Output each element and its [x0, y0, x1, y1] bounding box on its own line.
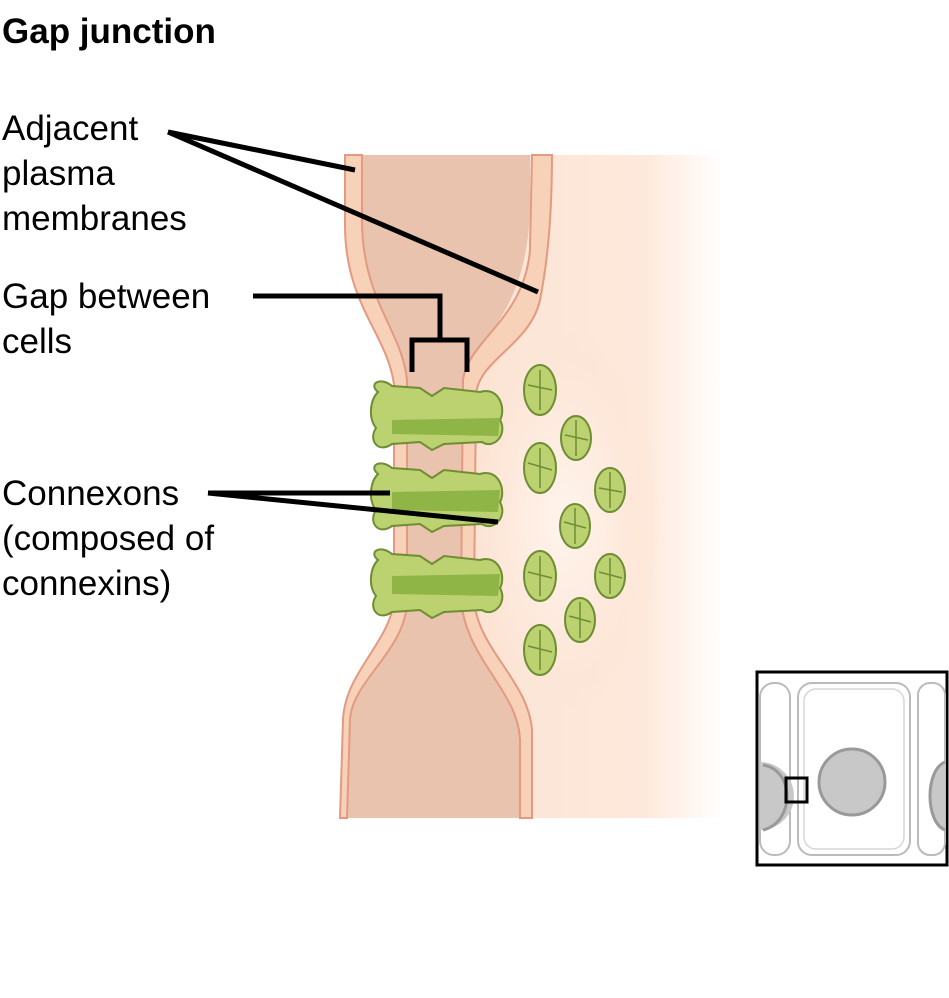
location-inset [755, 670, 949, 867]
label-line: (composed of [2, 519, 215, 558]
leader-lines [167, 129, 539, 525]
label-line: Connexons [2, 474, 180, 513]
label-adjacent-plasma-membranes: Adjacent plasma membranes [2, 106, 187, 241]
left-plasma-membrane [338, 154, 408, 819]
label-line: plasma [2, 154, 115, 193]
label-connexons: Connexons (composed of connexins) [2, 471, 214, 606]
gap-bracket [409, 337, 470, 372]
connexin-subunit-lines [527, 370, 623, 670]
label-line: Gap between [2, 277, 211, 316]
label-line: Adjacent [2, 109, 139, 148]
inset-nucleus [817, 747, 887, 817]
leader-line-connexon-2 [207, 490, 499, 525]
leader-line-membrane-right [167, 129, 539, 295]
leader-line-gap [253, 293, 443, 340]
connexon-channel [370, 548, 504, 620]
inset-highlight-box [784, 776, 809, 804]
label-line: membranes [2, 199, 187, 238]
label-line: cells [2, 322, 73, 361]
inset-frame [755, 670, 949, 867]
leader-line-membrane-left [167, 129, 356, 173]
diagram-title: Gap junction [2, 12, 216, 51]
connexon-channel [370, 380, 504, 452]
label-line: connexins) [2, 564, 172, 603]
label-gap-between-cells: Gap between cells [2, 274, 210, 364]
